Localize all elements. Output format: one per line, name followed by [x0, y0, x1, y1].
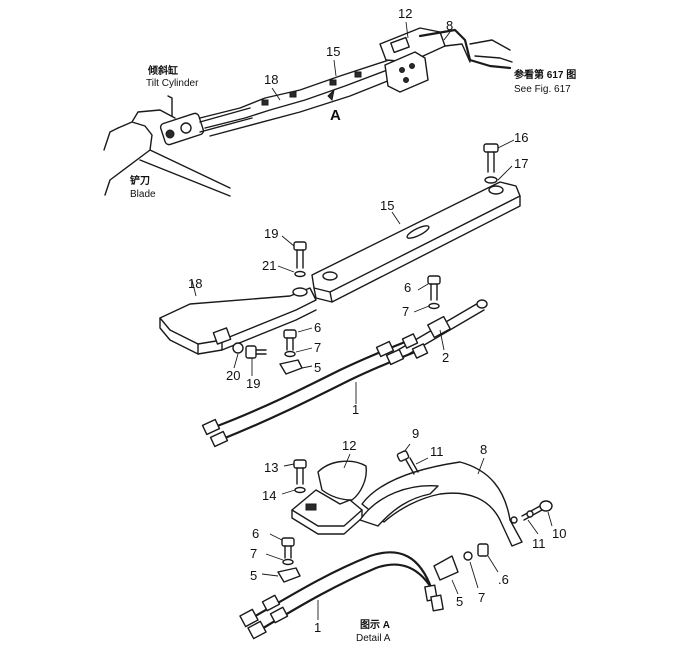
- bolt-16: [483, 139, 515, 184]
- detail-a-label-cn: 图示 A: [360, 619, 390, 631]
- callout-14: 14: [262, 488, 276, 503]
- callout-5-mid: 5: [314, 360, 321, 375]
- callout-13: 13: [264, 460, 278, 475]
- callout-17: 17: [514, 156, 528, 171]
- callout-18-top: 18: [264, 72, 278, 87]
- callout-11-upper: 11: [430, 444, 444, 459]
- callout-12-top: 12: [398, 6, 412, 21]
- see-fig-label-en: See Fig. 617: [514, 84, 571, 95]
- text-labels: 倾斜缸 Tilt Cylinder 铲刀 Blade 参看第 617 图 See…: [130, 64, 576, 644]
- pipe-8-top: [418, 28, 512, 70]
- callout-1-mid: 1: [352, 402, 359, 417]
- tilt-cylinder-label-cn: 倾斜缸: [147, 64, 178, 77]
- pipe-18-top: [199, 57, 396, 119]
- callout-11-lower: 11: [532, 536, 546, 551]
- callout-5-right-detail: 5: [456, 594, 463, 609]
- callout-7-mid: 7: [314, 340, 321, 355]
- callout-6-detail: 6: [252, 526, 259, 541]
- callout-20: 20: [226, 368, 240, 383]
- bracket-18: [159, 279, 317, 355]
- callout-6-mid: 6: [314, 320, 321, 335]
- callout-10: 10: [552, 526, 566, 541]
- pipe-8-detail: [359, 457, 523, 547]
- callout-8-top: 8: [446, 18, 453, 33]
- blade-outline: [104, 109, 231, 197]
- assembly-overview: A: [103, 27, 513, 197]
- callout-numbers: 12 8 15 18 16 17 15 19 21 18 6 7 2 6 7 5…: [188, 6, 566, 635]
- rail-15: [311, 181, 521, 303]
- bolt-9: [396, 443, 429, 475]
- callout-7-detail: 7: [250, 546, 257, 561]
- callout-19-upper: 19: [264, 226, 278, 241]
- mount-bracket: [384, 51, 429, 93]
- callout-15-mid: 15: [380, 198, 394, 213]
- callout-19-lower: 19: [246, 376, 260, 391]
- hose-1-detail: [239, 551, 444, 640]
- bolt-19-lower: [232, 342, 267, 376]
- callout-7-right-detail: 7: [478, 590, 485, 605]
- callout-15-top: 15: [326, 44, 340, 59]
- view-arrow-a: A: [327, 88, 341, 124]
- bracket-12-detail: [291, 453, 367, 535]
- tilt-cylinder: [159, 95, 253, 146]
- hose-1-mid: [201, 333, 429, 448]
- bolt-6-mid: [279, 327, 313, 375]
- bolt-13: [281, 459, 307, 495]
- bolt-6-detail: [261, 533, 301, 583]
- bolt-6-right: [413, 275, 441, 313]
- tilt-cylinder-label-en: Tilt Cylinder: [146, 78, 199, 89]
- blade-label-en: Blade: [130, 189, 156, 200]
- callout-12-detail: 12: [342, 438, 356, 453]
- bolt-19-upper: [277, 235, 308, 297]
- bolt-10: [521, 500, 553, 535]
- callout-7-right: 7: [402, 304, 409, 319]
- callout-1-detail: 1: [314, 620, 321, 635]
- callout-16: 16: [514, 130, 528, 145]
- detail-a-label-en: Detail A: [356, 633, 391, 644]
- view-marker: A: [330, 107, 341, 124]
- clamp-5-detail: [433, 543, 499, 595]
- callout-21: 21: [262, 258, 276, 273]
- callout-8-detail: 8: [480, 442, 487, 457]
- callout-6-right: 6: [404, 280, 411, 295]
- callout-2: 2: [442, 350, 449, 365]
- callout-5-detail: 5: [250, 568, 257, 583]
- callout-18-mid: 18: [188, 276, 202, 291]
- blade-label-cn: 铲刀: [130, 174, 150, 187]
- callout-9: 9: [412, 426, 419, 441]
- see-fig-label-cn: 参看第 617 图: [514, 68, 576, 81]
- callout-6-right-detail: .6: [498, 572, 509, 587]
